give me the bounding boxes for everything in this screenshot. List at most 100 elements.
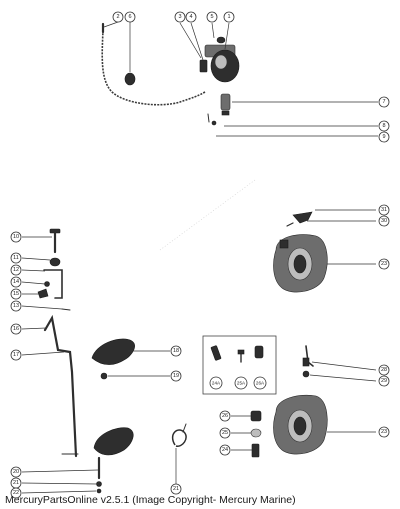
parts-box-border [202,335,277,395]
callout-13: 13 [10,300,22,312]
callout-10: 10 [10,231,22,243]
svg-text:29: 29 [381,378,387,384]
callout-24: 24 [219,444,231,456]
svg-text:1: 1 [227,14,230,20]
svg-text:13: 13 [13,303,19,309]
pin [211,120,217,126]
svg-text:10: 10 [13,234,19,240]
callout-30: 30 [378,215,390,227]
svg-text:23: 23 [381,261,387,267]
jet-24a [210,345,222,361]
callout-21-spring: 21 [170,483,182,495]
callout-21-left: 21 [10,477,22,489]
svg-text:31: 31 [381,207,387,213]
callout-28: 28 [378,364,390,376]
svg-text:5: 5 [210,14,213,20]
svg-text:12: 12 [13,267,19,273]
callout-23-lower: 23 [378,426,390,438]
jet-24 [251,443,260,458]
image-caption: MercuryPartsOnline v2.5.1 (Image Copyrig… [5,494,296,506]
callout-5: 5 [206,11,218,23]
choke-lever [292,211,313,224]
solenoid-screw [199,59,208,73]
plug-26a [254,345,264,359]
upper-carburetor [273,211,328,293]
plunger [220,93,231,111]
callout-1: 1 [223,11,235,23]
svg-text:22: 22 [13,490,19,496]
lower-throttle-cam [93,427,134,456]
link-rod [43,269,63,299]
callout-20: 20 [10,466,22,478]
bushing [49,257,61,267]
washer-25 [250,428,262,438]
callout-4: 4 [185,11,197,23]
small-pin [61,308,71,311]
carburetor-bore-lower [293,416,307,436]
callout-8: 8 [378,120,390,132]
svg-text:25: 25 [222,430,228,436]
svg-text:17: 17 [13,352,19,358]
callout-2: 2 [112,11,124,23]
callout-18: 18 [170,345,182,357]
callout-14: 14 [10,276,22,288]
callout-31: 31 [378,204,390,216]
cam-washer [100,372,108,380]
svg-text:19: 19 [173,373,179,379]
plunger-cap [221,110,230,116]
callout-3: 3 [174,11,186,23]
svg-text:21: 21 [173,486,179,492]
carb-fitting-upper [279,239,289,249]
return-spring [171,429,187,447]
svg-text:18: 18 [173,348,179,354]
svg-text:28: 28 [381,367,387,373]
choke-solenoid-assembly [101,22,240,126]
svg-text:25A: 25A [237,381,246,386]
throttle-shaft [43,314,78,458]
callout-11: 11 [10,252,22,264]
svg-text:15: 15 [13,291,19,297]
callout-25a: 25A [234,376,248,390]
fitting-27 [302,370,310,378]
svg-text:7: 7 [382,99,385,105]
service-parts-box [202,335,277,395]
callout-16: 16 [10,323,22,335]
callout-26: 26 [219,410,231,422]
screw-25a-head [237,349,245,355]
grommet [124,72,136,86]
carburetor-bore-upper [293,254,307,274]
callout-29: 29 [378,375,390,387]
solenoid-face [214,54,228,70]
svg-text:16: 16 [13,326,19,332]
callout-7: 7 [378,96,390,108]
callout-15: 15 [10,288,22,300]
callout-6: 6 [124,11,136,23]
svg-text:11: 11 [13,255,19,261]
fitting-28 [302,357,310,367]
callout-17: 17 [10,349,22,361]
lower-washer [96,481,102,487]
svg-text:4: 4 [189,14,192,20]
scan-artifact-line [159,179,256,251]
callout-23-upper: 23 [378,258,390,270]
svg-text:20: 20 [13,469,19,475]
cotter-pin [207,113,210,123]
throttle-linkage-assembly [37,228,187,494]
choke-wire [101,29,206,106]
spring-hook [182,423,187,433]
cap-26 [250,410,262,422]
link-clip [37,288,49,299]
solenoid-nut [216,36,226,44]
callout-25: 25 [219,427,231,439]
callout-19: 19 [170,370,182,382]
svg-text:26: 26 [222,413,228,419]
callout-22: 22 [10,487,22,499]
svg-text:24A: 24A [212,381,221,386]
link-pin [44,281,50,287]
svg-text:9: 9 [382,134,385,140]
svg-text:14: 14 [13,279,19,285]
lower-carburetor [250,345,328,458]
svg-text:23: 23 [381,429,387,435]
svg-text:21: 21 [13,480,19,486]
